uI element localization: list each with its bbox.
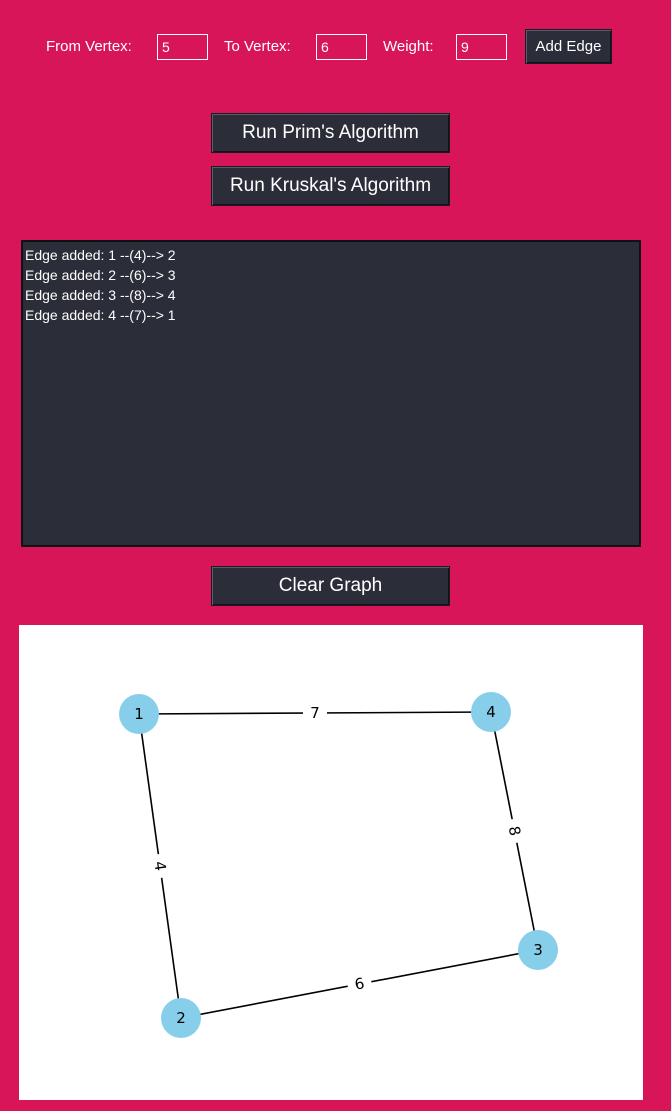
log-line: Edge added: 1 --(4)--> 2 bbox=[25, 247, 176, 263]
edge-weight-label-bg bbox=[502, 817, 527, 845]
to-vertex-label: To Vertex: bbox=[224, 38, 291, 55]
run-kruskal-button[interactable]: Run Kruskal's Algorithm bbox=[211, 166, 450, 206]
graph-node-label: 1 bbox=[134, 705, 144, 723]
edge-weight-label: 7 bbox=[302, 702, 328, 724]
graph-node-label: 2 bbox=[176, 1009, 186, 1027]
graph-node-label: 4 bbox=[486, 703, 496, 721]
edge-weight-label: 4 bbox=[148, 852, 172, 880]
weight-input[interactable] bbox=[456, 34, 507, 60]
clear-graph-button[interactable]: Clear Graph bbox=[211, 566, 450, 606]
from-vertex-input[interactable] bbox=[157, 34, 208, 60]
add-edge-button[interactable]: Add Edge bbox=[525, 29, 612, 64]
from-vertex-label: From Vertex: bbox=[46, 38, 132, 55]
graph-node-3 bbox=[518, 930, 558, 970]
to-vertex-input[interactable] bbox=[316, 34, 367, 60]
edge-weight-label-bg bbox=[148, 852, 172, 880]
graph-drawing: 7 4 8 6 1 2 3 4 bbox=[119, 692, 558, 1038]
log-line: Edge added: 2 --(6)--> 3 bbox=[25, 267, 176, 283]
edge-weight-text: 4 bbox=[150, 860, 169, 872]
graph-node-2 bbox=[161, 998, 201, 1038]
edge-weight-text: 8 bbox=[505, 825, 525, 838]
graph-node-label: 3 bbox=[533, 941, 543, 959]
weight-label: Weight: bbox=[383, 38, 434, 55]
edge-weight-label-bg bbox=[345, 971, 374, 997]
edge-weight-text: 6 bbox=[353, 974, 366, 993]
graph-node-1 bbox=[119, 694, 159, 734]
run-prim-button[interactable]: Run Prim's Algorithm bbox=[211, 113, 450, 153]
edge-weight-label: 6 bbox=[345, 971, 374, 997]
graph-node-4 bbox=[471, 692, 511, 732]
edge-weight-label-bg bbox=[302, 702, 328, 724]
log-line: Edge added: 4 --(7)--> 1 bbox=[25, 307, 176, 323]
log-line: Edge added: 3 --(8)--> 4 bbox=[25, 287, 176, 303]
edge-weight-text: 7 bbox=[310, 704, 320, 722]
output-log[interactable]: Edge added: 1 --(4)--> 2 Edge added: 2 -… bbox=[21, 240, 641, 547]
edge-weight-label: 8 bbox=[502, 817, 527, 845]
graph-canvas: 7 4 8 6 1 2 3 4 bbox=[19, 625, 643, 1100]
